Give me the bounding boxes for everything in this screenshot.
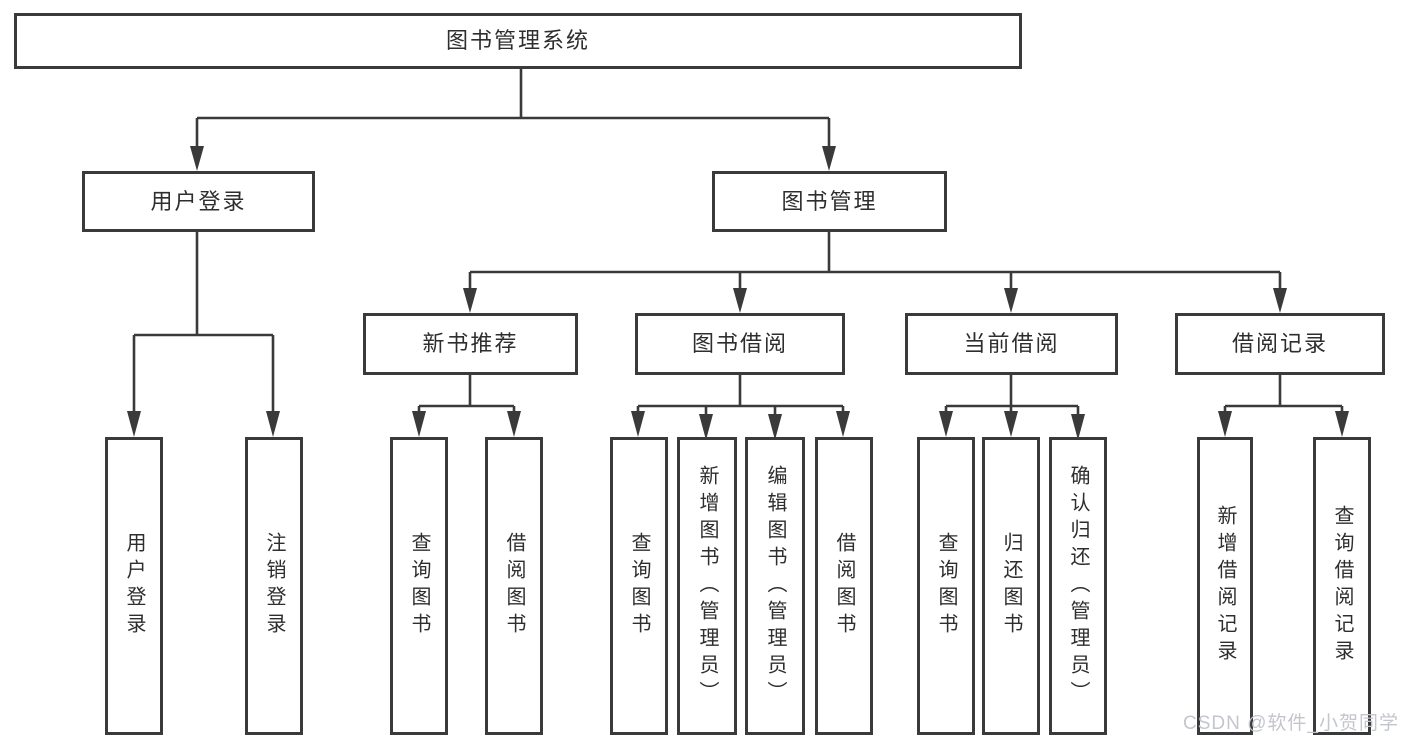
leaf-cb-confirm-return-admin: 确认归还（管理员） (1049, 437, 1107, 735)
leaf-bb-borrow-books: 借阅图书 (815, 437, 873, 735)
leaf-cb-return-books: 归还图书 (982, 437, 1040, 735)
node-book-management: 图书管理 (712, 171, 947, 232)
node-user-login: 用户登录 (82, 171, 315, 232)
leaf-bb-edit-books-admin: 编辑图书（管理员） (745, 437, 805, 735)
node-system-root: 图书管理系统 (14, 13, 1022, 69)
leaf-bb-add-books-admin: 新增图书（管理员） (677, 437, 737, 735)
node-borrowing-records: 借阅记录 (1175, 313, 1385, 375)
leaf-user-login: 用户登录 (105, 437, 163, 735)
node-new-book-recommendation: 新书推荐 (363, 313, 578, 375)
node-book-borrowing: 图书借阅 (635, 313, 845, 375)
csdn-watermark: CSDN @软件_小贺同学 (1183, 713, 1399, 734)
leaf-logout: 注销登录 (245, 437, 303, 735)
leaf-nbr-query-books: 查询图书 (390, 437, 448, 735)
leaf-bb-query-books: 查询图书 (610, 437, 668, 735)
leaf-br-add-record: 新增借阅记录 (1197, 437, 1253, 735)
leaf-nbr-borrow-books: 借阅图书 (485, 437, 543, 735)
leaf-br-query-record: 查询借阅记录 (1313, 437, 1371, 735)
leaf-cb-query-books: 查询图书 (917, 437, 975, 735)
node-current-borrowing: 当前借阅 (905, 313, 1118, 375)
